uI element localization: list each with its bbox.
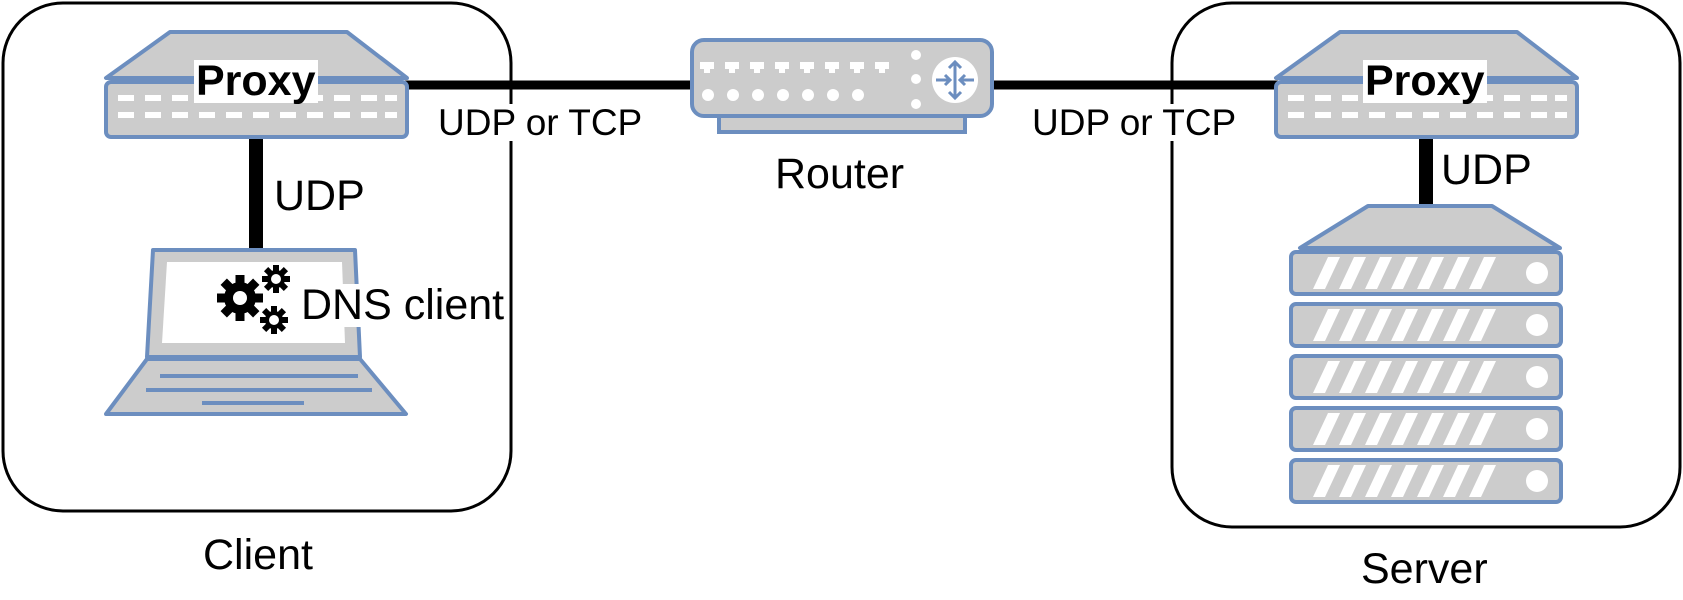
server-group-box <box>1170 1 1682 529</box>
router-icon <box>690 38 994 134</box>
server-udp-label: UDP <box>1441 146 1532 194</box>
proxy-switch-icon <box>1274 30 1579 139</box>
right-link-label: UDP or TCP <box>1030 102 1239 143</box>
client-group-label: Client <box>203 531 313 579</box>
gears-icon <box>217 265 290 334</box>
laptop-icon <box>104 248 408 416</box>
client-udp-label: UDP <box>274 172 365 220</box>
left-link-label: UDP or TCP <box>436 102 645 143</box>
server-proxy-label: Proxy <box>1363 57 1487 105</box>
client-group-box <box>1 1 513 513</box>
client-proxy-label: Proxy <box>194 57 318 105</box>
server-group-label: Server <box>1361 545 1488 593</box>
dns-client-label: DNS client <box>299 281 507 329</box>
router-label: Router <box>775 150 905 198</box>
server-rack-icon <box>1289 204 1563 504</box>
